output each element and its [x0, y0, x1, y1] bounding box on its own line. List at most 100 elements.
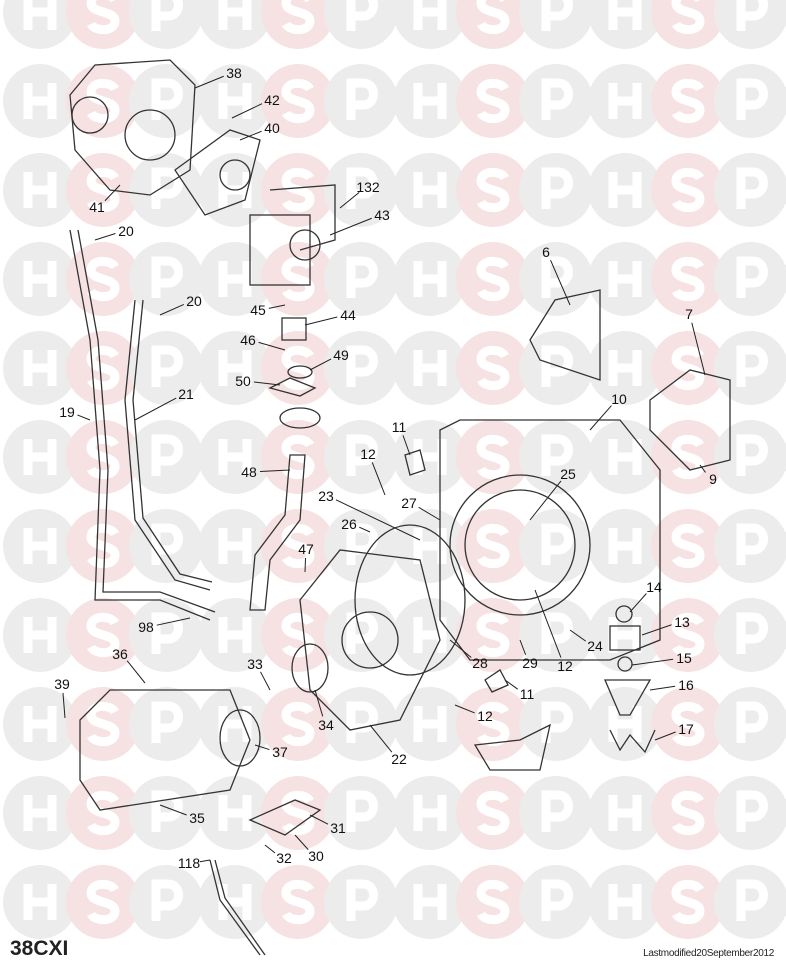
watermark-letter-h — [23, 795, 57, 831]
part-callout: 10 — [611, 391, 627, 407]
watermark-letter-h — [218, 439, 252, 475]
part-callout: 21 — [178, 386, 194, 402]
bracket-7 — [649, 369, 731, 471]
watermark-letter-s — [671, 879, 705, 925]
leader-line — [254, 744, 270, 751]
fan-housing-38 — [69, 59, 196, 196]
watermark-letter-p — [736, 434, 768, 476]
watermark-letter-h — [413, 795, 447, 831]
watermark-letter-s — [281, 701, 315, 747]
watermark-circle — [783, 442, 786, 472]
leader-line — [156, 617, 191, 626]
watermark-letter-h — [608, 528, 642, 564]
watermark-circle — [783, 175, 786, 205]
leader-line — [259, 469, 291, 473]
watermark-letter-h — [23, 439, 57, 475]
watermark-letter-s — [476, 701, 510, 747]
part-callout: 7 — [685, 306, 693, 322]
part-callout: 12 — [557, 658, 573, 674]
watermark-letter-h — [608, 350, 642, 386]
watermark-letter-s — [671, 434, 705, 480]
watermark-letter-p — [541, 78, 573, 120]
part-callout: 13 — [674, 614, 690, 630]
watermark-letter-p — [736, 523, 768, 565]
watermark-letter-s — [476, 0, 510, 35]
part-callout: 42 — [264, 92, 280, 108]
watermark-letter-p — [736, 256, 768, 298]
watermark-letter-h — [23, 172, 57, 208]
watermark-letter-p — [541, 345, 573, 387]
leader-line — [691, 322, 706, 376]
watermark-circle — [783, 887, 786, 917]
watermark-letter-s — [476, 256, 510, 302]
watermark-letter-s — [476, 78, 510, 124]
watermark-letter-p — [736, 78, 768, 120]
leader-line — [402, 435, 411, 456]
leader-line — [418, 506, 441, 521]
leader-line — [589, 405, 612, 431]
watermark-letter-s — [86, 701, 120, 747]
watermark-letter-s — [281, 345, 315, 391]
watermark-letter-h — [413, 706, 447, 742]
part-callout: 20 — [118, 223, 134, 239]
part-callout: 20 — [186, 293, 202, 309]
watermark-circle — [3, 0, 77, 49]
heat-exchanger-10 — [439, 419, 661, 661]
leader-line — [304, 316, 338, 326]
watermark-letter-s — [86, 879, 120, 925]
leader-line — [534, 589, 562, 658]
leader-line — [309, 814, 329, 825]
leader-line — [199, 859, 211, 863]
watermark-letter-p — [736, 612, 768, 654]
watermark-circle — [783, 0, 786, 27]
watermark-letter-p — [151, 256, 183, 298]
watermark-letter-p — [151, 612, 183, 654]
watermark-letter-s — [86, 612, 120, 658]
part-callout: 9 — [709, 471, 717, 487]
watermark-letter-s — [476, 345, 510, 391]
watermark-letter-p — [346, 78, 378, 120]
watermark-letter-p — [541, 434, 573, 476]
watermark-letter-h — [413, 0, 447, 30]
watermark-letter-p — [736, 701, 768, 743]
leader-line — [258, 341, 286, 351]
watermark-circle — [198, 0, 272, 49]
watermark-letter-h — [608, 617, 642, 653]
part-callout: 35 — [189, 810, 205, 826]
watermark-letter-h — [608, 0, 642, 30]
watermark-letter-p — [151, 0, 183, 31]
part-callout: 43 — [374, 207, 390, 223]
leader-line — [369, 724, 393, 753]
part-callout: 25 — [560, 466, 576, 482]
part-callout: 40 — [264, 120, 280, 136]
leader-line — [159, 303, 185, 316]
watermark-letter-p — [346, 434, 378, 476]
leader-line — [550, 259, 571, 306]
part-callout: 24 — [587, 638, 603, 654]
watermark-letter-s — [281, 78, 315, 124]
gasket-40 — [174, 129, 261, 216]
leader-line — [629, 593, 647, 613]
leader-line — [569, 629, 587, 642]
fittings-44-50 — [249, 317, 321, 611]
watermark-letter-h — [413, 528, 447, 564]
watermark-letter-s — [671, 167, 705, 213]
watermark-circle — [783, 620, 786, 650]
pipe-19-21 — [69, 229, 216, 621]
part-callout: 45 — [250, 302, 266, 318]
part-callout: 33 — [247, 656, 263, 672]
part-callout: 47 — [298, 541, 314, 557]
watermark-letter-s — [281, 256, 315, 302]
watermark-letter-p — [541, 256, 573, 298]
watermark-letter-s — [281, 167, 315, 213]
watermark-letter-p — [541, 167, 573, 209]
watermark-letter-h — [23, 0, 57, 30]
leader-line — [134, 397, 177, 421]
leader-line — [449, 639, 472, 658]
watermark-letter-p — [541, 523, 573, 565]
watermark-letter-p — [736, 879, 768, 921]
watermark-letter-s — [86, 345, 120, 391]
watermark-circle — [783, 531, 786, 561]
watermark-letter-s — [86, 78, 120, 124]
